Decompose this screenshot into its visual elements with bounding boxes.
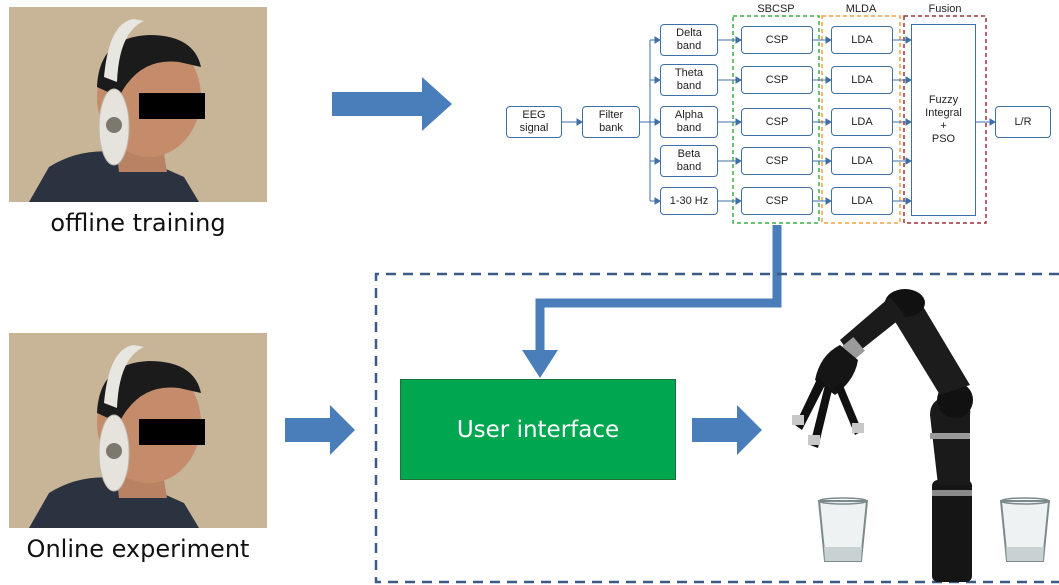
full-band-box: 1-30 Hz <box>660 187 718 215</box>
glass-cup-icon <box>817 497 869 562</box>
eeg-signal-box: EEG signal <box>506 106 562 138</box>
csp-box-5: CSP <box>741 187 813 215</box>
mlda-group <box>821 15 901 224</box>
mlda-label: MLDA <box>845 3 877 15</box>
fusion-label: Fusion <box>928 3 962 15</box>
online-experiment-caption: Online experiment <box>26 535 250 563</box>
csp-box-1: CSP <box>741 26 813 54</box>
block-arrow-right-icon <box>285 405 355 455</box>
lda-box-3: LDA <box>831 108 893 136</box>
lda-box-5: LDA <box>831 187 893 215</box>
online-experiment-photo <box>9 333 267 528</box>
fuzzy-integral-box: Fuzzy Integral + PSO <box>911 24 976 216</box>
offline-training-photo <box>9 7 267 202</box>
lda-box-2: LDA <box>831 66 893 94</box>
block-arrow-right-icon <box>332 77 452 131</box>
fusion-group <box>903 15 987 224</box>
glass-cup-icon <box>999 497 1051 562</box>
block-arrow-right-icon <box>692 405 762 455</box>
output-lr-box: L/R <box>995 106 1051 138</box>
csp-box-4: CSP <box>741 147 813 175</box>
model-transfer-arrow <box>535 225 782 360</box>
online-region-border <box>374 272 1059 584</box>
delta-band-box: Delta band <box>660 24 718 56</box>
csp-box-2: CSP <box>741 66 813 94</box>
user-interface-box: User interface <box>400 379 676 480</box>
sbcsp-group <box>732 15 820 224</box>
robot-arm-icon <box>792 289 973 582</box>
lda-box-1: LDA <box>831 26 893 54</box>
beta-band-box: Beta band <box>660 145 718 177</box>
csp-box-3: CSP <box>741 108 813 136</box>
lda-box-4: LDA <box>831 147 893 175</box>
filter-bank-box: Filter bank <box>582 106 640 138</box>
sbcsp-label: SBCSP <box>757 3 795 15</box>
theta-band-box: Theta band <box>660 64 718 96</box>
offline-training-caption: offline training <box>50 209 226 237</box>
alpha-band-box: Alpha band <box>660 106 718 138</box>
